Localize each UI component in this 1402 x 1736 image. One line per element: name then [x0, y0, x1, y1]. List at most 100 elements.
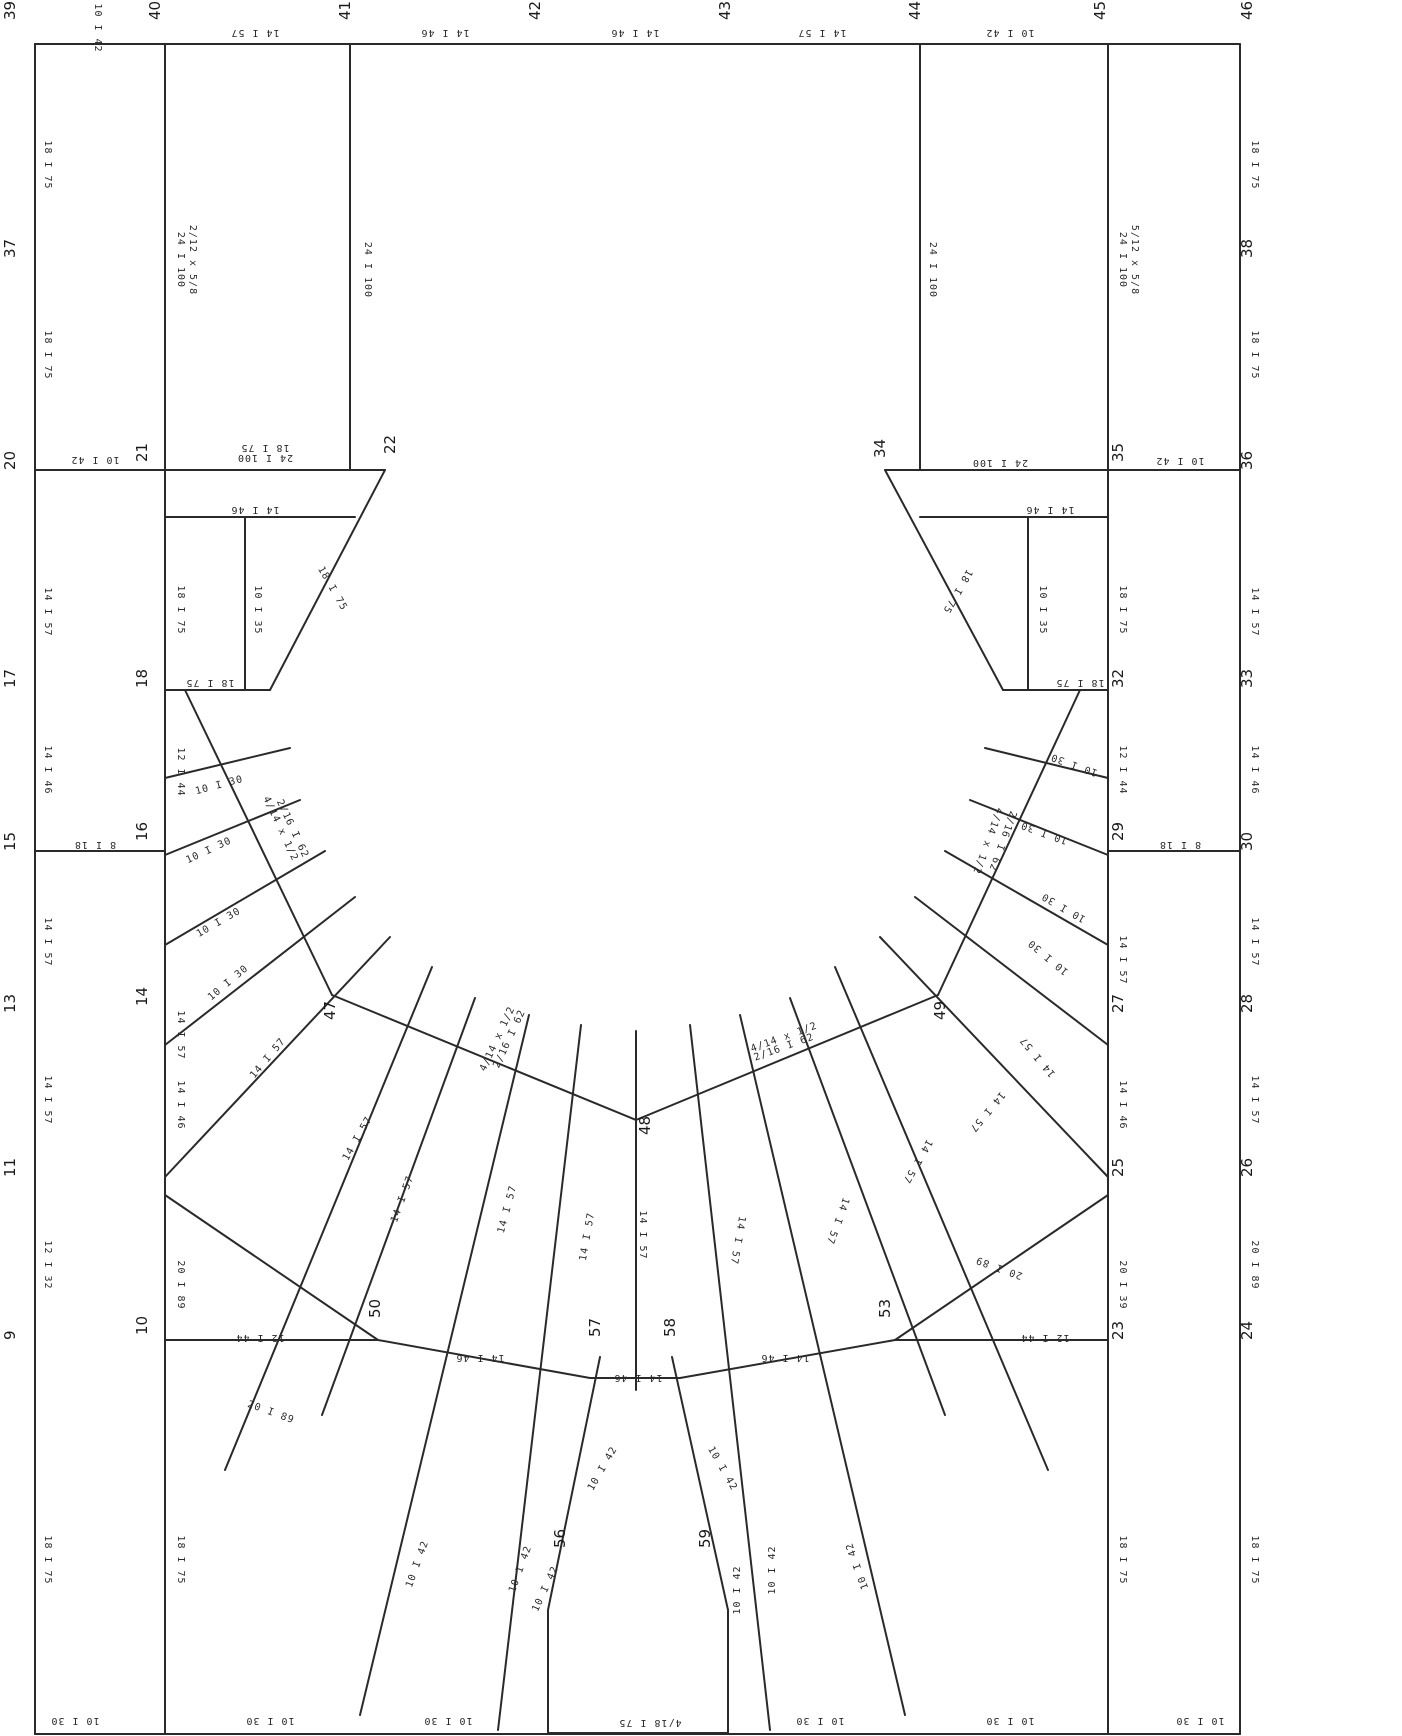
beam-member: [969, 799, 1109, 856]
node-number: 15: [1, 832, 19, 851]
node-number: 44: [906, 1, 924, 20]
beam-label: 10 I 42: [705, 1445, 739, 1493]
node-number: 21: [133, 443, 151, 462]
node-number: 9: [1, 1330, 19, 1340]
beam-label: 4/18 I 75: [618, 1717, 681, 1728]
node-number: 23: [1109, 1321, 1127, 1340]
beam-member: [894, 1194, 1109, 1341]
beam-member: [331, 994, 637, 1121]
beam-label: 10 I 30: [50, 1715, 99, 1726]
beam-label: 10 I 30: [795, 1715, 844, 1726]
node-number: 59: [696, 1529, 714, 1548]
node-number: 24: [1238, 1321, 1256, 1340]
beam-label: 18 I 75: [42, 330, 53, 379]
beam-label: 18 I 75: [175, 585, 186, 634]
node-number: 49: [931, 1001, 949, 1020]
beam-label: 24 I 100: [1117, 232, 1128, 288]
node-number: 33: [1238, 669, 1256, 688]
node-number: 16: [133, 822, 151, 841]
beam-member: [224, 966, 433, 1471]
beam-member: [879, 936, 1109, 1178]
beam-label: 8 I 18: [1159, 839, 1201, 850]
beam-member: [689, 1024, 771, 1731]
beam-label: 10 I 30: [423, 1715, 472, 1726]
beam-member: [184, 689, 333, 996]
beam-label: 10 I 35: [1037, 585, 1048, 634]
node-number: 26: [1238, 1158, 1256, 1177]
beam-label: 14 I 57: [42, 917, 53, 966]
beam-label: 24 I 100: [175, 232, 186, 288]
beam-label: 18 I 75: [1249, 140, 1260, 189]
beam-label: 14 I 57: [900, 1137, 934, 1185]
beam-label: 12 I 32: [42, 1240, 53, 1289]
beam-label: 14 I 46: [1025, 504, 1074, 515]
beam-label: 10 I 30: [194, 774, 244, 797]
beam-label: 14 I 57: [1249, 1075, 1260, 1124]
beam-member: [679, 1339, 896, 1379]
beam-label: 10 I 30: [985, 1715, 1034, 1726]
beam-label: 18 I 75: [42, 1535, 53, 1584]
beam-member: [164, 850, 326, 946]
beam-label: 20 I 89: [175, 1260, 186, 1309]
node-number: 10: [133, 1316, 151, 1335]
beam-label: 24 I 100: [927, 242, 938, 298]
beam-label: 18 I 75: [1117, 1535, 1128, 1584]
beam-label: 2/12 x 5/8: [187, 225, 198, 295]
beam-label: 14 I 57: [967, 1089, 1007, 1134]
beam-member: [497, 1024, 582, 1731]
beam-member: [834, 966, 1049, 1471]
beam-member: [944, 850, 1109, 946]
beam-label: 10 I 42: [507, 1544, 534, 1594]
beam-label: 18 I 75: [940, 567, 974, 615]
beam-label: 20 I 39: [1117, 1260, 1128, 1309]
beam-label: 10 I 42: [1155, 455, 1204, 466]
node-number: 58: [661, 1318, 679, 1337]
node-number: 42: [526, 1, 544, 20]
beam-member: [321, 997, 476, 1416]
beam-member: [164, 1194, 379, 1341]
node-number: 22: [381, 435, 399, 454]
beam-label: 14 I 57: [578, 1211, 597, 1261]
beam-label: 10 I 42: [92, 3, 103, 52]
beam-label: 14 I 46: [175, 1080, 186, 1129]
beam-label: 14 I 46: [610, 27, 659, 38]
beam-label: 14 I 46: [760, 1352, 809, 1363]
beam-label: 18 I 75: [1249, 330, 1260, 379]
beam-label: 10 I 30: [184, 835, 233, 866]
beam-label: 14 I 46: [455, 1352, 504, 1363]
node-number: 28: [1238, 994, 1256, 1013]
beam-label: 18 I 75: [42, 140, 53, 189]
node-number: 48: [636, 1116, 654, 1135]
node-number: 41: [336, 1, 354, 20]
beam-label: 14 I 57: [1018, 1034, 1058, 1079]
beam-label: 14 I 46: [1117, 1080, 1128, 1129]
node-number: 53: [876, 1299, 894, 1318]
beam-label: 18 I 75: [185, 677, 234, 688]
beam-label: 10 I 42: [732, 1565, 743, 1614]
beam-label: 10 I 42: [767, 1545, 778, 1594]
beam-label: 14 I 57: [1249, 917, 1260, 966]
node-number: 37: [1, 239, 19, 258]
beam-label: 14 I 57: [797, 27, 846, 38]
beam-member: [884, 469, 1004, 691]
beam-member: [937, 689, 1081, 996]
beam-label: 12 I 44: [235, 1332, 284, 1343]
beam-label: 14 I 46: [613, 1372, 662, 1383]
node-number: 20: [1, 451, 19, 470]
beam-label: 14 I 57: [389, 1174, 416, 1224]
beam-label: 10 I 42: [985, 27, 1034, 38]
beam-label: 24 I 100: [972, 457, 1028, 468]
beam-label: 10 I 30: [1175, 1715, 1224, 1726]
node-number: 14: [133, 987, 151, 1006]
beam-label: 14 I 57: [496, 1184, 519, 1234]
beam-member: [671, 1356, 729, 1611]
beam-label: 24 I 100: [362, 242, 373, 298]
beam-label: 10 I 42: [530, 1564, 561, 1613]
beam-label: 14 I 46: [230, 504, 279, 515]
beam-label: 5/12 x 5/8: [1129, 225, 1140, 295]
beam-member: [739, 1014, 906, 1716]
beam-label: 14 I 57: [175, 1010, 186, 1059]
beam-label: 8 I 18: [74, 839, 116, 850]
beam-label: 18 I 75: [240, 442, 289, 453]
beam-label: 14 I 57: [728, 1215, 747, 1265]
